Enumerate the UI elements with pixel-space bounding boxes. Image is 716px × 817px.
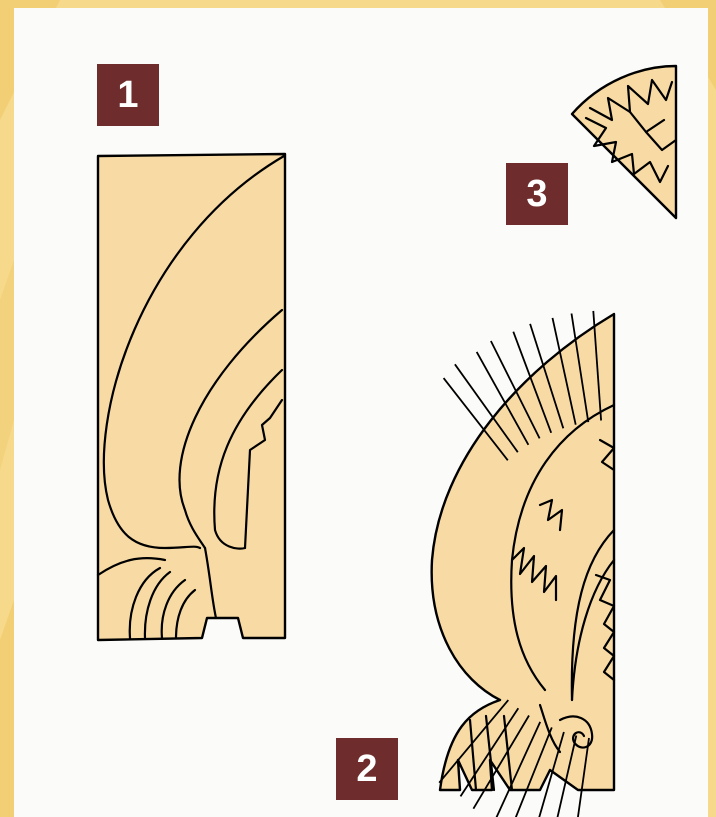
step-3-badge: 3 <box>506 163 568 225</box>
step-1-badge: 1 <box>97 64 159 126</box>
step-2-badge: 2 <box>336 738 398 800</box>
